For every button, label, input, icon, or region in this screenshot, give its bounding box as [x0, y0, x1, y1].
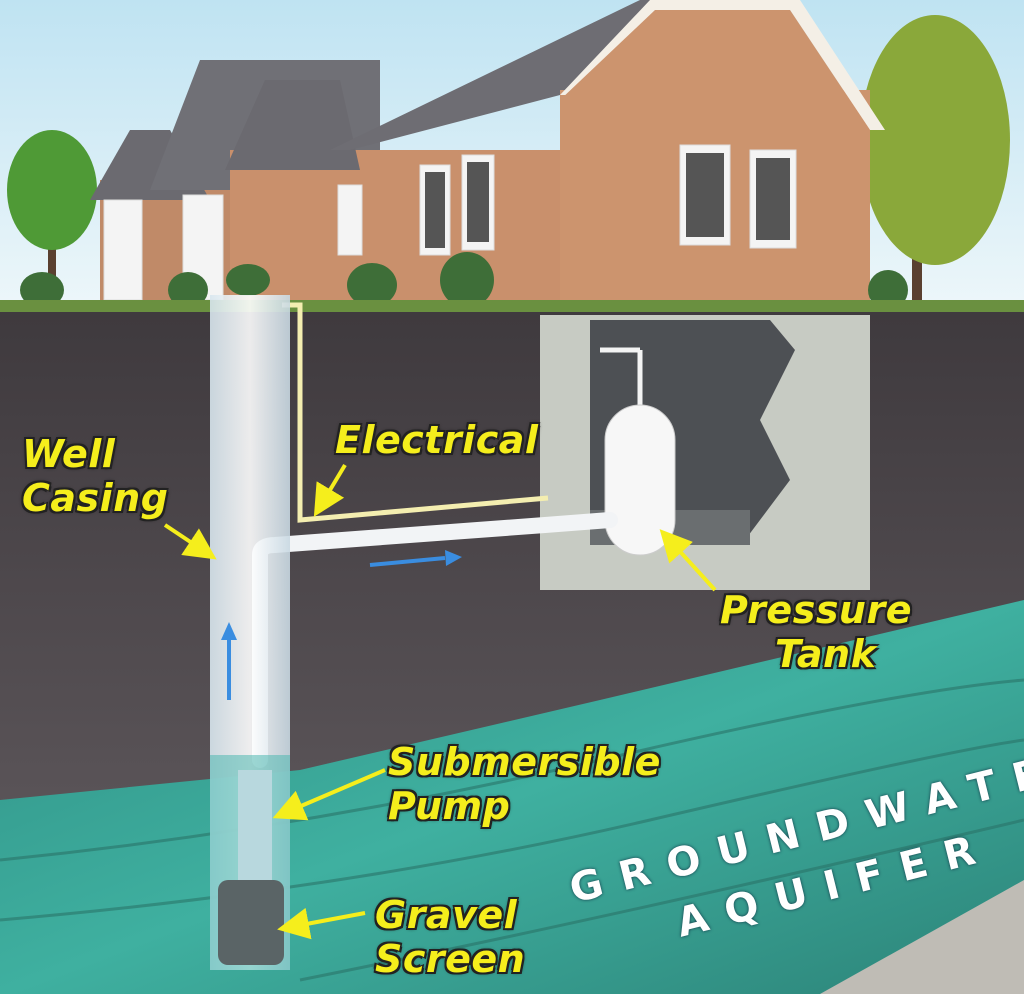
submersible-pump: [238, 770, 272, 880]
label-well-casing: Well Casing: [22, 432, 168, 520]
label-pressure-tank-line1: Pressure: [720, 588, 912, 632]
electrical-wire: [282, 302, 549, 523]
shrubs: [20, 252, 908, 310]
label-pressure-tank: Pressure Tank: [720, 588, 912, 676]
basement: [540, 315, 870, 590]
tree-left: [7, 130, 97, 300]
flow-arrow-right: [369, 556, 446, 567]
pressure-tank: [604, 404, 676, 556]
label-submersible-pump: Submersible Pump: [388, 740, 661, 828]
label-well-casing-line2: Casing: [22, 476, 169, 520]
label-gravel-line2: Screen: [375, 937, 526, 981]
label-pointers: [163, 463, 717, 940]
label-pressure-tank-line2: Tank: [775, 632, 877, 676]
gravel-screen: [218, 880, 284, 965]
label-gravel-line1: Gravel: [375, 893, 518, 937]
label-electrical: Electrical: [335, 418, 539, 462]
grass: [0, 300, 1024, 314]
bedrock: [820, 880, 1024, 994]
tree-right: [860, 15, 1010, 310]
label-pump-line2: Pump: [388, 784, 511, 828]
label-gravel-screen: Gravel Screen: [375, 893, 525, 981]
label-pump-line1: Submersible: [388, 740, 661, 784]
label-well-casing-line1: Well: [22, 432, 116, 476]
house: [90, 0, 885, 315]
